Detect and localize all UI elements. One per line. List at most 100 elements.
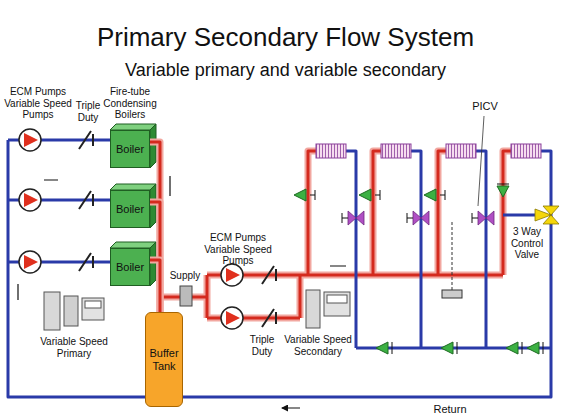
drive-label-box: Variable Speed Secondary: [282, 334, 354, 357]
drive-cabinet: [64, 296, 78, 326]
flow-arrow: [18, 176, 346, 408]
buffer-tank: Buffer Tank: [145, 312, 183, 407]
pump-symbol: [221, 264, 243, 286]
valve-actuator: [342, 213, 478, 223]
picv-symbol: [348, 211, 356, 225]
diagram-title: Primary Secondary Flow System: [97, 22, 474, 52]
variable-speed-drives: [44, 286, 350, 330]
boiler-side-face: [150, 184, 156, 228]
drive-panel: [324, 292, 350, 316]
boiler-box: Boiler: [110, 190, 150, 228]
picv-symbol: [413, 211, 421, 225]
subtitle-box: Variable primary and variable secondary: [85, 60, 486, 82]
equipment-label: ECM Pumps Variable Speed Pumps: [4, 86, 72, 120]
pipe-connector: [150, 260, 160, 312]
boiler-side-face: [150, 124, 156, 168]
valve-label: Triple Duty: [76, 100, 101, 123]
balancing-valve: [506, 342, 518, 354]
pump-symbol: [221, 307, 243, 329]
pipe-label: Return: [433, 403, 466, 415]
balancing-valve: [294, 189, 306, 201]
radiator: [381, 144, 411, 158]
balancing-valve: [424, 189, 436, 201]
drive-cabinet: [44, 292, 60, 330]
boiler-box: Boiler: [110, 248, 150, 286]
valve-label: Triple Duty: [250, 334, 275, 357]
sensor-label-box: Supply: [167, 270, 203, 282]
balancing-valve: [527, 342, 539, 354]
pressure-sensor: [442, 290, 462, 298]
pipe-label-box: Return: [425, 403, 475, 416]
equipment-label-box: ECM Pumps Variable Speed Pumps: [2, 86, 74, 121]
three-way-valve: [535, 206, 559, 224]
pipe-connector: [150, 142, 160, 312]
valve-stem: [310, 184, 543, 354]
pumps: [19, 129, 243, 329]
drive-panel: [82, 298, 104, 320]
balancing-valve: [359, 189, 371, 201]
radiator: [511, 144, 541, 158]
control-line: [452, 222, 453, 290]
valve-label-box: Triple Duty: [244, 334, 280, 357]
picv-symbol: [421, 211, 429, 225]
drive-screen: [327, 295, 347, 303]
balancing-valve: [376, 342, 388, 354]
pump-symbol: [24, 255, 38, 269]
triple-duty-valve: [79, 131, 276, 327]
boiler-faces: [110, 124, 156, 286]
balancing-valves: [294, 186, 539, 354]
diagram-title-box: Primary Secondary Flow System: [40, 22, 531, 53]
node-text: Boiler: [116, 143, 144, 156]
radiator: [316, 144, 346, 158]
drive-cabinet: [306, 290, 320, 328]
boiler-box: Boiler: [110, 130, 150, 168]
pipe-connector: [150, 202, 160, 312]
boiler-side-face: [150, 242, 156, 286]
drive-label: Variable Speed Primary: [40, 336, 108, 359]
equipment-label-box: ECM Pumps Variable Speed Pumps: [202, 232, 274, 267]
pump-symbol: [19, 251, 41, 273]
pump-symbol: [226, 268, 240, 282]
pipe-connector-glow: [150, 260, 160, 312]
radiators: [316, 144, 541, 158]
pump-symbol: [19, 189, 41, 211]
picv-symbol: [356, 211, 364, 225]
supply-sensor: [180, 286, 192, 306]
drive-screen: [85, 301, 101, 308]
picv-symbol: [478, 211, 486, 225]
pump-symbol: [24, 193, 38, 207]
equipment-label: Fire-tube Condensing Boilers: [103, 86, 156, 120]
radiator: [446, 144, 476, 158]
equipment-label-box: Fire-tube Condensing Boilers: [100, 86, 160, 121]
drive-label: Variable Speed Secondary: [284, 334, 352, 357]
valve-label-box: 3 Way Control Valve: [505, 226, 549, 261]
callout-label: PICV: [472, 100, 498, 112]
node-text: Boiler: [116, 203, 144, 216]
balancing-valve: [441, 342, 453, 354]
return-pipe: [8, 140, 551, 397]
subtitle: Variable primary and variable secondary: [125, 60, 446, 80]
callout-label-box: PICV: [470, 100, 500, 113]
supply-pipes: [160, 151, 511, 318]
balancing-valve: [497, 186, 509, 197]
three-way-valve-symbol: [535, 209, 551, 221]
pipe-connector-line: [150, 142, 160, 312]
supply-pipe: [160, 151, 511, 318]
sensor-label: Supply: [170, 270, 201, 281]
pipe-connector-line: [150, 202, 160, 312]
valve-label: 3 Way Control Valve: [511, 226, 543, 260]
supply-pipe-glow: [160, 151, 511, 318]
pump-symbol: [226, 311, 240, 325]
node-text: Buffer Tank: [149, 347, 179, 372]
leader-line: [478, 116, 484, 206]
pump-symbol: [24, 133, 38, 147]
picv-symbol: [486, 211, 494, 225]
drive-label-box: Variable Speed Primary: [38, 336, 110, 359]
pump-symbol: [19, 129, 41, 151]
valve-label-box: Triple Duty: [70, 100, 106, 123]
equipment-label: ECM Pumps Variable Speed Pumps: [204, 232, 272, 266]
pipe-connector-line: [150, 260, 160, 312]
node-text: Boiler: [116, 261, 144, 274]
pipe-connector-glow: [150, 142, 160, 312]
pipe-connector-glow: [150, 202, 160, 312]
